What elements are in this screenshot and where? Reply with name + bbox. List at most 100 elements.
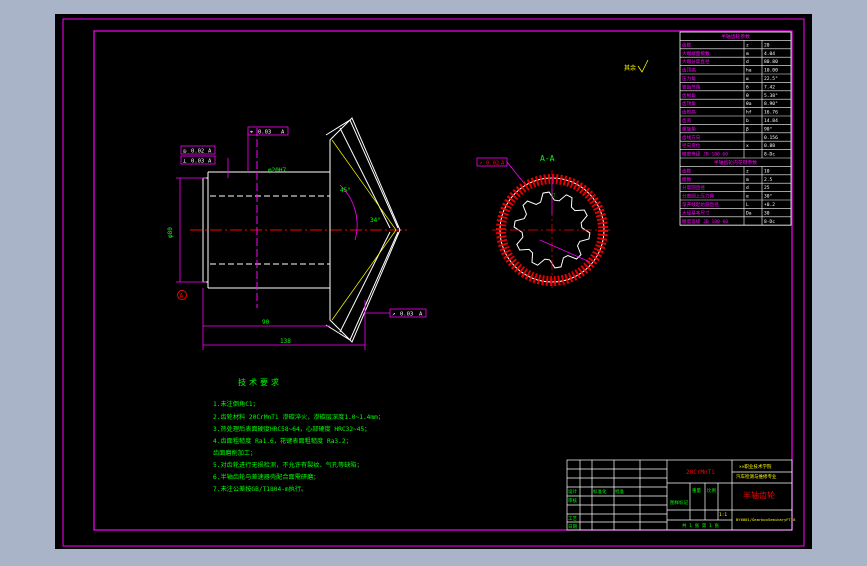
dim-angle-arc <box>339 184 358 241</box>
param-row-value: 10.00 <box>764 68 778 74</box>
material-text: 20CrMnTi <box>686 469 715 476</box>
param-row-value: 8-Dc <box>764 152 775 158</box>
scale-label: 比例 <box>707 487 716 494</box>
param-row-value: 8.90° <box>764 101 778 107</box>
spline-row-label: 精度等级 JB 180-60 <box>682 218 728 225</box>
spline-row-symbol: L <box>746 202 749 208</box>
spline-row-value: 25 <box>764 185 770 191</box>
tech-note-line: 齿面磨削加工； <box>213 449 256 457</box>
param-row-value: 90° <box>764 126 773 132</box>
tooth-line-2 <box>339 231 391 333</box>
param-row-value: 14.84 <box>764 118 778 124</box>
param-row-symbol: x <box>746 144 749 149</box>
param-row-symbol: θ <box>746 93 749 99</box>
param-row-value: 4.04 <box>764 51 775 57</box>
tb-label-2: 标准化 <box>593 488 607 495</box>
dimension-lines <box>176 131 390 350</box>
tolerance-frame-1: ◎ 0.02 A <box>180 145 216 155</box>
param-row-symbol: α <box>746 77 749 82</box>
param-row-label: 压力角 <box>682 75 696 82</box>
dim-bore: φ20H7 <box>268 167 286 174</box>
param-row-label: 精度等级 JB 180-60 <box>682 151 728 158</box>
dimension-texts: φ80 90 138 45° 34° φ20H7 <box>167 167 381 345</box>
svg-text:其余: 其余 <box>624 64 636 72</box>
param-row-symbol: ha <box>746 68 752 74</box>
tooth-bottom <box>325 231 399 341</box>
svg-text:A: A <box>501 161 505 167</box>
outer-border <box>62 18 805 547</box>
spline-row-label: 分度圆直径 <box>682 184 705 191</box>
section-view: □ <box>492 170 612 290</box>
tolerance-frame-2: ⊥ 0.03 A <box>180 155 216 165</box>
param-row-symbol: hf <box>746 110 752 116</box>
dim-cone-angle: 45° <box>340 187 351 194</box>
svg-text:A: A <box>208 159 212 165</box>
svg-text:0.02: 0.02 <box>191 149 204 155</box>
spline-row-label: 模数 <box>682 176 692 183</box>
title-block-texts: 20CrMnTi 半轴齿轮 ××职业技术学院 汽车检测与维修专业 BY0001/… <box>568 463 796 530</box>
spline-row-label: 大径基本尺寸 <box>682 209 710 216</box>
spline-row-symbol: z <box>746 169 749 174</box>
dim-apex-angle: 34° <box>370 217 381 224</box>
spline-row-symbol: m <box>746 178 749 183</box>
tech-notes-title: 技术要求 <box>238 377 282 387</box>
param-row-label: 大端端面模数 <box>682 50 710 57</box>
svg-text:0.03: 0.03 <box>400 312 413 318</box>
param-row-symbol: δ <box>746 84 749 90</box>
spline-row-value: 8-Dc <box>764 219 775 225</box>
tooth-top <box>325 119 399 229</box>
spline-row-symbol: d <box>746 185 749 191</box>
param-row-label: 齿线方向 <box>682 134 701 141</box>
param-row-symbol: b <box>746 118 749 124</box>
tb-label-3: 批准 <box>615 488 624 495</box>
side-view <box>190 117 410 343</box>
param-row-symbol: z <box>746 43 749 48</box>
param-row-symbol: β <box>746 126 749 132</box>
inner-border <box>93 30 793 531</box>
tb-label-5: 日期 <box>568 524 577 530</box>
svg-text:↗: ↗ <box>479 161 482 167</box>
dept-name: 汽车检测与维修专业 <box>736 473 777 480</box>
param-row-value: 16.76 <box>764 110 778 116</box>
param-title: 半轴齿轮参数 <box>721 33 750 40</box>
svg-text:A: A <box>281 130 285 136</box>
svg-text:0.03: 0.03 <box>191 159 204 165</box>
datum-a: A <box>177 290 187 300</box>
svg-text:⌖: ⌖ <box>250 130 253 136</box>
svg-text:0.02: 0.02 <box>486 161 499 167</box>
spline-row-symbol: α <box>746 195 749 200</box>
tb-label-4: 工艺 <box>568 516 577 522</box>
datum-letter: A <box>180 293 184 300</box>
tech-notes: 技术要求 1.未注倒角C1； 2.齿轮材料 20CrMnTi 渗碳淬火，渗碳层深… <box>213 377 384 493</box>
param-row-label: 齿宽 <box>682 117 692 124</box>
drawing-no: BY0001/GearboxSeminaryFT-8 <box>736 517 796 522</box>
spline-row-label: 齿数 <box>682 167 692 174</box>
section-dim-line <box>539 239 591 263</box>
param-row-value: 22.5° <box>764 76 778 82</box>
pitch-line-2 <box>331 229 397 321</box>
tech-note-line: 4.齿面粗糙度 Ra1.6，花键表面粗糙度 Ra3.2； <box>213 437 352 445</box>
param-row-label: 锥齿节角 <box>682 83 701 90</box>
param-row-label: 齿数 <box>682 41 692 48</box>
dim-length-inner: 90 <box>262 319 270 326</box>
param-row-symbol: θa <box>746 101 752 107</box>
scale-value: 1:1 <box>719 512 727 518</box>
tech-note-line: 7.未注公差按GB/T1804-m执行。 <box>213 485 307 493</box>
tooth-line-1 <box>339 127 391 229</box>
dim-length-total: 138 <box>280 338 291 345</box>
spline-row-label: 渐开线起始圆直径 <box>682 201 719 208</box>
dim-diameter: φ80 <box>167 227 174 238</box>
svg-text:A: A <box>419 312 423 318</box>
param-row-value: 7.42 <box>764 84 775 90</box>
school-name: ××职业技术学院 <box>739 463 772 470</box>
pitch-line-1 <box>331 139 397 231</box>
roughness-note: 其余 <box>624 59 649 73</box>
spline-row-value: 30° <box>764 194 773 200</box>
param-row-symbol: d <box>746 59 749 65</box>
svg-text:A: A <box>208 149 212 155</box>
param-row-symbol: m <box>746 52 749 57</box>
section-label: A-A <box>540 154 555 163</box>
tb-label-1: 审核 <box>568 497 577 504</box>
